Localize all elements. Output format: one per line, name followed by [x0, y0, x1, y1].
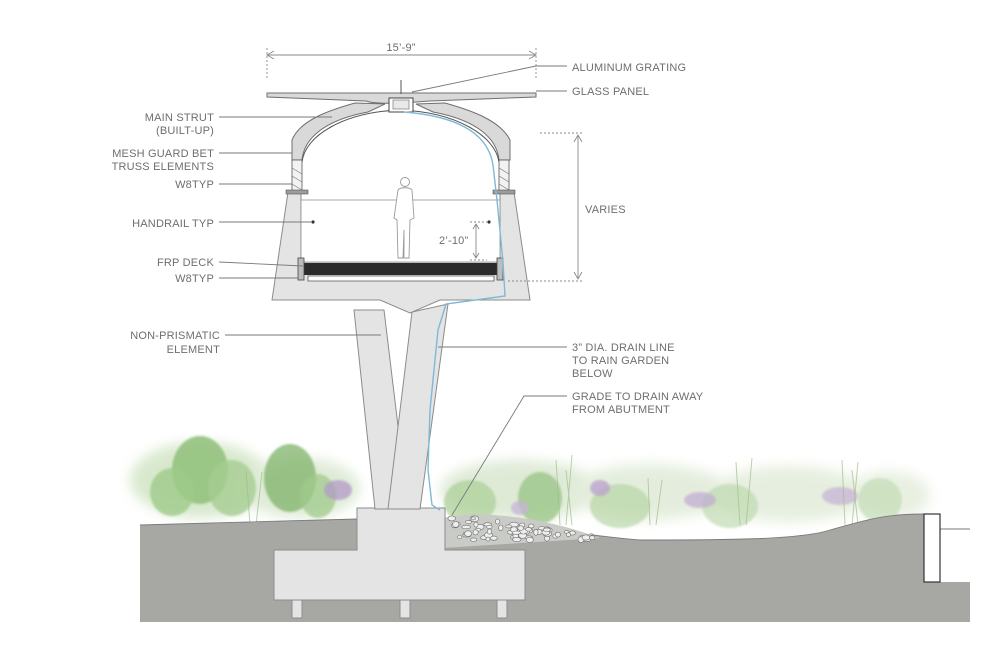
stone	[555, 531, 561, 538]
glass-panel-label: GLASS PANEL	[572, 86, 649, 98]
deck-plinth	[307, 275, 495, 282]
flowers	[324, 480, 858, 515]
stone	[472, 529, 479, 536]
stone	[461, 524, 471, 530]
span-dimension: 15’-9”	[266, 42, 537, 78]
drain-line	[403, 111, 506, 511]
stone	[565, 532, 571, 537]
drain-line-sublabel-2: BELOW	[572, 368, 613, 380]
stone	[517, 525, 525, 531]
handrail-label: HANDRAIL TYP	[132, 218, 214, 230]
pile-3	[496, 599, 508, 619]
handrail-right	[487, 220, 491, 224]
stone	[542, 527, 551, 532]
rain-garden-vegetation	[130, 436, 930, 528]
drain-line-label: 3” DIA. DRAIN LINE	[572, 342, 675, 354]
stone	[486, 524, 493, 529]
stone	[464, 520, 472, 524]
stone	[470, 516, 476, 521]
mesh-guard-label: MESH GUARD BET	[112, 148, 214, 160]
stone	[511, 530, 522, 535]
stone	[486, 528, 493, 535]
non-prismatic-label: NON-PRISMATIC	[130, 330, 220, 342]
stone	[525, 536, 534, 543]
aluminum-grating-label: ALUMINUM GRATING	[572, 62, 686, 74]
stone	[498, 524, 504, 532]
grade-label: GRADE TO DRAIN AWAY	[572, 391, 704, 403]
stone	[512, 537, 522, 542]
retaining-wall	[923, 513, 941, 583]
main-strut	[266, 80, 537, 281]
stone	[447, 515, 456, 522]
pile-1	[291, 599, 303, 619]
stone	[464, 530, 472, 537]
left-annotations: MAIN STRUT (BUILT-UP) MESH GUARD BET TRU…	[112, 112, 381, 356]
stone	[452, 520, 460, 528]
w8-upper-label: W8TYP	[175, 179, 214, 191]
main-strut-sublabel: (BUILT-UP)	[156, 125, 214, 137]
stone	[489, 535, 498, 541]
rail-height-dimension: 2’-10”	[439, 221, 487, 261]
strut-arch-left	[291, 102, 386, 161]
truss-column-right	[492, 159, 516, 195]
main-strut-label: MAIN STRUT	[145, 112, 214, 124]
stone	[589, 535, 596, 541]
stone	[485, 536, 491, 542]
handrail-left	[311, 220, 315, 224]
stone	[525, 527, 532, 532]
stone-mound	[443, 514, 600, 548]
varies-dimension: VARIES	[508, 132, 626, 282]
non-prismatic-legs	[353, 303, 449, 510]
stone	[528, 523, 535, 529]
stone	[581, 534, 591, 541]
stone	[470, 537, 477, 542]
stone	[457, 535, 463, 540]
stone	[533, 528, 539, 536]
abutment-footing	[273, 507, 526, 619]
rail-height-label: 2’-10”	[439, 235, 468, 247]
right-annotations: ALUMINUM GRATING GLASS PANEL 3” DIA. DRA…	[411, 62, 704, 516]
ground-section	[139, 513, 970, 622]
frp-deck	[302, 263, 500, 275]
strut-arch-right	[415, 102, 511, 161]
stone	[495, 518, 501, 525]
grade-sublabel: FROM ABUTMENT	[572, 404, 670, 416]
grass-stems	[245, 454, 859, 526]
stone	[473, 521, 479, 528]
span-dimension-label: 15’-9”	[386, 42, 415, 54]
varies-label: VARIES	[585, 204, 626, 216]
human-scale-figure	[393, 177, 415, 259]
w8-beam-left	[297, 257, 305, 281]
drain-line-sublabel-1: TO RAIN GARDEN	[572, 355, 669, 367]
footing-cap	[273, 507, 526, 601]
w8-beam-right	[496, 257, 504, 281]
leg-right	[387, 303, 449, 510]
stone	[505, 524, 513, 529]
non-prismatic-sublabel: ELEMENT	[167, 344, 220, 356]
w8-lower-label: W8TYP	[175, 273, 214, 285]
truss-column-left	[285, 159, 309, 195]
frp-deck-label: FRP DECK	[157, 257, 214, 269]
pile-2	[399, 599, 411, 619]
mesh-guard-sublabel: TRUSS ELEMENTS	[112, 161, 214, 173]
